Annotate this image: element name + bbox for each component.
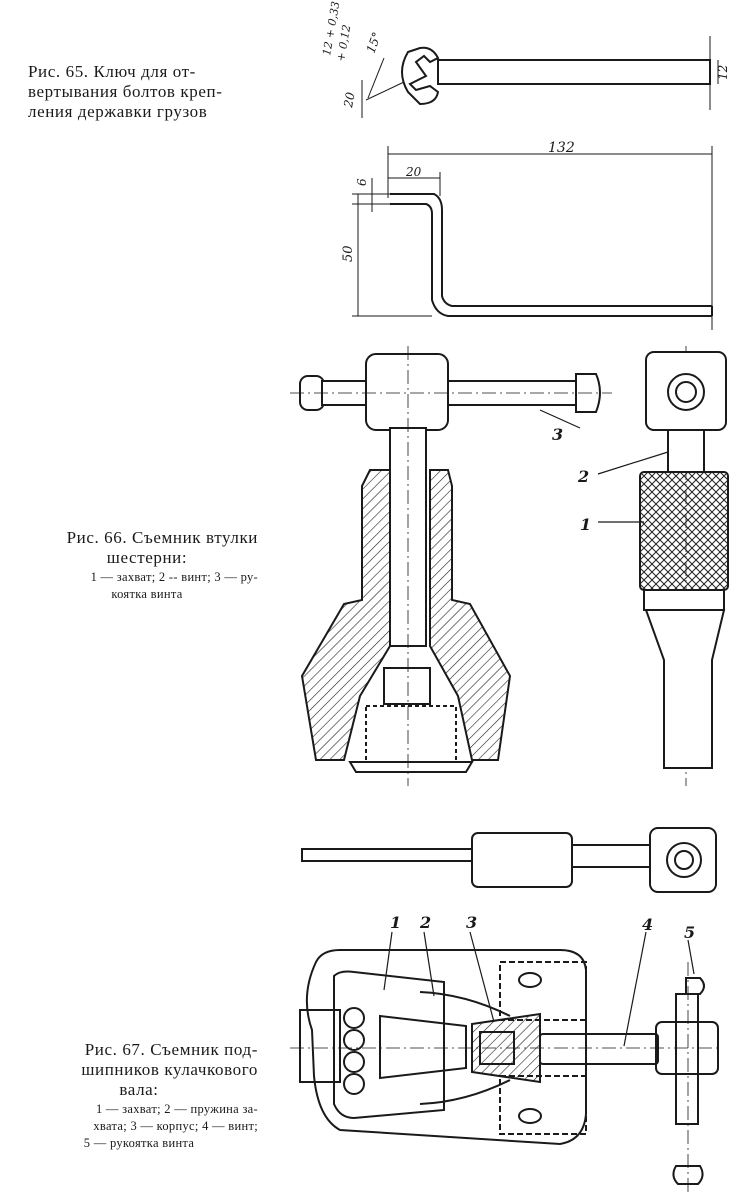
fig65-dim-length: 132 bbox=[548, 140, 575, 156]
fig65-caption: Рис. 65. Ключ для от- вертывания болтов … bbox=[28, 62, 268, 122]
fig65-caption-line: ления державки грузов bbox=[28, 102, 208, 121]
fig65-dim-tol2: + 0,12 bbox=[334, 24, 353, 63]
fig66-label-2: 2 bbox=[577, 467, 589, 486]
fig67-label-1: 1 bbox=[390, 913, 401, 932]
fig65-dim-bend: 6 bbox=[355, 178, 369, 186]
fig66-caption-line: Рис. 66. Съемник втулки bbox=[66, 528, 258, 547]
fig66-leader-lines bbox=[539, 409, 669, 523]
fig65-dim-angle: 15° bbox=[364, 30, 384, 55]
fig66-puller-side-view bbox=[639, 351, 729, 769]
fig67-legend-line: хвата; 3 — корпус; 4 — винт; bbox=[93, 1119, 258, 1133]
fig67-leader-lines bbox=[383, 931, 695, 1047]
fig65-dim-offset: 20 bbox=[405, 165, 422, 179]
fig66-legend-line: коятка винта bbox=[111, 587, 183, 601]
fig65-caption-line: вертывания болтов креп- bbox=[28, 82, 223, 101]
fig65-wrench-side-view bbox=[390, 193, 713, 317]
fig67-caption-line: Рис. 67. Съемник под- bbox=[84, 1040, 258, 1059]
fig67-bearing-balls bbox=[343, 1007, 365, 1095]
fig65-wrench-top-view bbox=[361, 36, 719, 118]
fig67-caption-line: шипников кулачкового bbox=[81, 1060, 258, 1079]
fig66-caption-line: шестерни: bbox=[106, 548, 188, 567]
fig67-puller-section bbox=[299, 949, 719, 1185]
fig66-legend-line: 1 — захват; 2 -- винт; 3 — ру- bbox=[90, 570, 258, 584]
fig65-dim-jaw: 20 bbox=[341, 91, 358, 110]
fig67-label-2: 2 bbox=[419, 913, 431, 932]
fig67-puller-top-view bbox=[301, 827, 717, 893]
fig66-label-3: 3 bbox=[552, 425, 563, 444]
fig66-caption: Рис. 66. Съемник втулки шестерни: 1 — за… bbox=[36, 528, 258, 602]
fig67-caption-line: вала: bbox=[119, 1080, 159, 1099]
fig67-centerlines bbox=[290, 962, 720, 1196]
fig65-dim-shaft: 12 bbox=[716, 65, 730, 80]
fig66-label-1: 1 bbox=[580, 515, 591, 534]
fig67-label-3: 3 bbox=[466, 913, 477, 932]
fig67-label-5: 5 bbox=[684, 923, 695, 942]
fig67-legend-line: 1 — захват; 2 — пружина за- bbox=[95, 1102, 258, 1116]
fig67-label-4: 4 bbox=[642, 915, 653, 934]
fig65-caption-line: Рис. 65. Ключ для от- bbox=[28, 62, 196, 81]
fig65-dim-height: 50 bbox=[341, 245, 356, 262]
fig67-caption: Рис. 67. Съемник под- шипников кулачково… bbox=[20, 1040, 258, 1151]
fig65-dimension-lines bbox=[352, 146, 713, 330]
fig67-legend-line: 5 — рукоятка винта bbox=[83, 1136, 195, 1150]
